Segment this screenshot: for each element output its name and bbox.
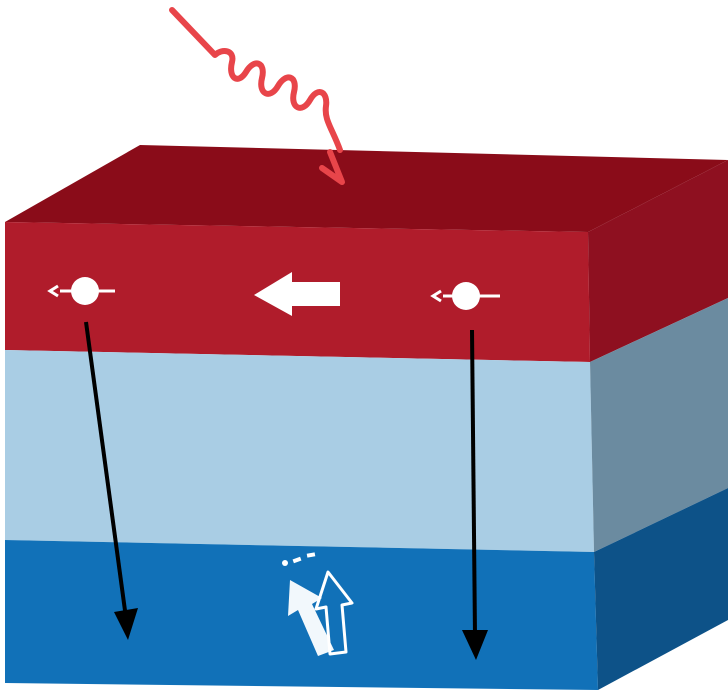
top-ferromagnet-layer — [5, 145, 728, 362]
photon-wave — [172, 10, 340, 150]
